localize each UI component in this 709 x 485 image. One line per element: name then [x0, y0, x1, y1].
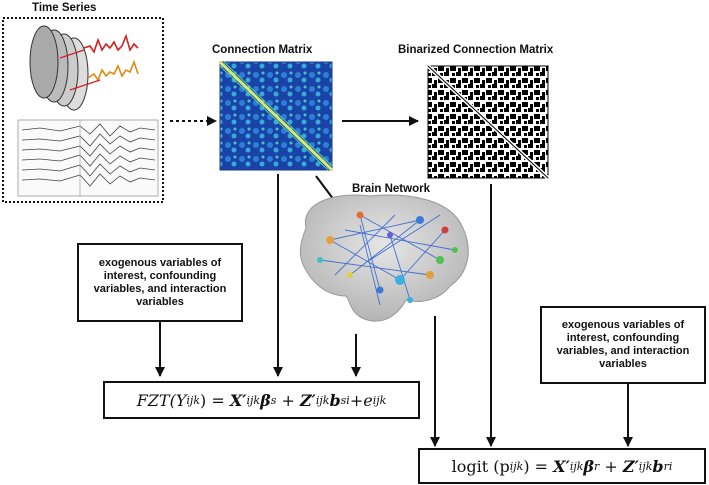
- logit-x-sub: ijk: [569, 459, 584, 473]
- variables-box-right: exogenous variables of interest, confoun…: [540, 306, 706, 384]
- fzt-e: e: [363, 390, 373, 410]
- brain-network-image: [299, 194, 469, 322]
- logit-beta: β: [583, 456, 595, 476]
- bold-signal-orange: [87, 59, 139, 82]
- connection-matrix-title: Connection Matrix: [212, 44, 313, 56]
- logit-x: X′: [553, 456, 570, 476]
- logit-z-sub: ijk: [638, 459, 653, 473]
- variables-box-left: exogenous variables of interest, confoun…: [77, 243, 243, 322]
- fzt-beta-sub: s: [270, 393, 277, 407]
- fzt-e-sub: ijk: [372, 393, 387, 407]
- fzt-z: Z′: [299, 390, 316, 410]
- binarized-matrix-image: [426, 64, 550, 180]
- eeg-traces: [17, 119, 159, 197]
- fzt-lhs: FZT(Y: [136, 390, 187, 410]
- time-series-title: Time Series: [32, 2, 97, 14]
- variables-text-right: exogenous variables of interest, confoun…: [556, 319, 690, 370]
- mri-slices-icon: [29, 25, 89, 111]
- brain-network-title: Brain Network: [352, 183, 430, 195]
- variables-text-left: exogenous variables of interest, confoun…: [93, 256, 227, 308]
- logit-beta-sub: r: [594, 459, 600, 473]
- fzt-x: X′: [229, 390, 247, 410]
- connection-matrix-heatmap: [218, 60, 334, 172]
- fzt-beta: β: [260, 390, 271, 410]
- logit-b-sub: ri: [663, 459, 673, 473]
- logit-lhs: logit (p: [451, 456, 510, 476]
- fzt-b-sub: si: [340, 393, 350, 407]
- fzt-plus2: +: [349, 390, 364, 410]
- fzt-x-sub: ijk: [246, 393, 261, 407]
- bold-signal-red: [83, 33, 139, 54]
- logit-lhs-sub: ijk: [509, 459, 524, 473]
- fzt-b: b: [329, 390, 341, 410]
- logit-plus1: +: [599, 456, 623, 476]
- fzt-z-sub: ijk: [315, 393, 330, 407]
- binarized-matrix-title: Binarized Connection Matrix: [398, 44, 554, 56]
- logit-z: Z′: [622, 456, 639, 476]
- logit-b: b: [652, 456, 664, 476]
- fzt-lhs-sub: ijk: [186, 393, 200, 407]
- fzt-plus1: +: [276, 390, 300, 410]
